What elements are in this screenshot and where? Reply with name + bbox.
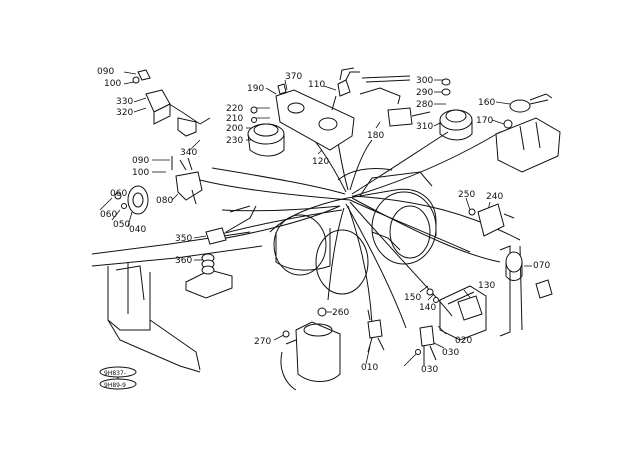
label-190: 190 [247,84,264,94]
label-160: 160 [478,98,495,108]
label-060-left: 060 [100,210,117,220]
label-270: 270 [254,337,271,347]
machine-body-outline [91,167,523,373]
label-020: 020 [455,336,472,346]
switch-080-icon [171,156,203,205]
label-350: 350 [175,234,192,244]
label-180: 180 [367,131,384,141]
stamp-text-1: 9H837- [104,370,126,377]
label-280: 280 [416,100,433,110]
label-170: 170 [476,116,493,126]
label-370: 370 [285,72,302,82]
label-310: 310 [416,122,433,132]
callout-labels: 090 100 330 320 340 090 100 060 050 040 … [97,67,550,375]
label-030-upper: 030 [442,348,459,358]
label-300: 300 [416,76,433,86]
label-090-top: 090 [97,67,114,77]
label-150: 150 [404,293,421,303]
switch-020-icon [415,325,437,366]
label-050: 050 [113,220,130,230]
label-330: 330 [116,97,133,107]
regulator-240-icon [468,203,515,237]
label-210: 210 [226,114,243,124]
label-110: 110 [308,80,325,90]
wiring-harness [199,111,521,329]
label-100-mid: 100 [132,168,149,178]
label-100-top: 100 [104,79,121,89]
stamp-text-2: 9H89-9 [104,382,126,389]
label-070: 070 [533,261,550,271]
label-220: 220 [226,104,243,114]
label-230: 230 [226,136,243,146]
label-240: 240 [486,192,503,202]
meter-200-icon [247,106,285,157]
switch-180-icon [359,75,431,127]
label-140: 140 [419,303,436,313]
label-360: 360 [175,256,192,266]
horn-060-icon [114,185,149,215]
label-290: 290 [416,88,433,98]
label-040: 040 [129,225,146,235]
label-090-mid: 090 [132,156,149,166]
sensor-350-icon [201,205,257,275]
revision-stamps: 9H837- 9H89-9 [99,366,137,390]
part-130-icon [426,288,483,321]
connector-010-icon [367,309,385,353]
label-250: 250 [458,190,475,200]
relay-330-icon [132,69,211,137]
label-060-right: 060 [110,189,127,199]
starter-270-icon [280,307,341,391]
label-200: 200 [226,124,243,134]
label-340: 340 [180,148,197,158]
label-320: 320 [116,108,133,118]
label-130: 130 [478,281,495,291]
label-260: 260 [332,308,349,318]
label-080: 080 [156,196,173,206]
label-030-lower: 030 [421,365,438,375]
meter-280-icon [439,78,473,141]
part-070-icon [505,251,553,299]
label-010: 010 [361,363,378,373]
label-120: 120 [312,157,329,167]
panel-190-icon [275,67,360,151]
valve-160-icon [495,93,561,173]
